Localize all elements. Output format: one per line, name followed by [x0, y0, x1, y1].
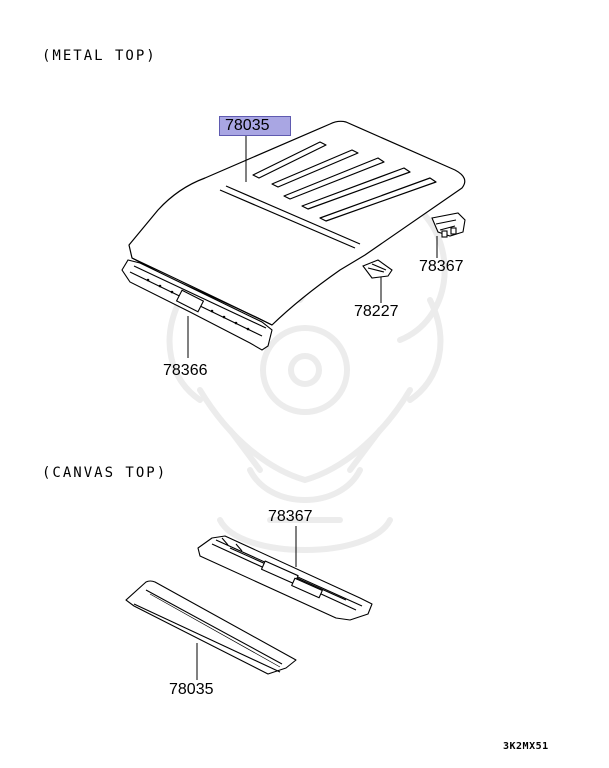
callout-78367-canvas-rear-rail[interactable]: 78367: [268, 508, 313, 525]
metal-front-header: [121, 259, 273, 351]
leader-lines-canvas: [196, 526, 297, 680]
canvas-rear-rail: [197, 535, 373, 621]
callout-78035-canvas-front-header[interactable]: 78035: [169, 681, 214, 698]
section-title-canvas-top: (CANVAS TOP): [42, 465, 168, 481]
metal-bracket: [362, 259, 393, 279]
canvas-front-header: [125, 580, 297, 675]
callout-78367-metal-rear-rail[interactable]: 78367: [419, 258, 464, 275]
metal-roof-panel: [128, 120, 466, 326]
section-title-metal-top: (METAL TOP): [42, 48, 157, 64]
diagram-code: 3K2MX51: [503, 741, 549, 752]
metal-rear-rail: [431, 212, 466, 238]
leader-lines-metal: [187, 135, 438, 358]
callout-78227-bracket[interactable]: 78227: [354, 303, 399, 320]
callout-78366-front-header[interactable]: 78366: [163, 362, 208, 379]
callout-78035-metal-roof[interactable]: 78035: [219, 116, 291, 136]
